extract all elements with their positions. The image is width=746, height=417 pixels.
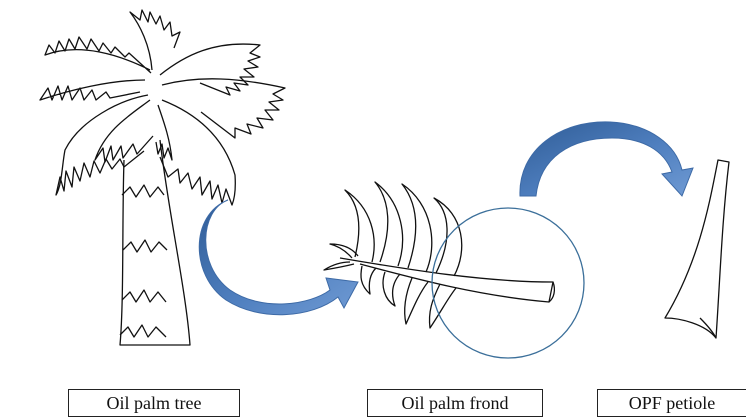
caption-oil-palm-frond: Oil palm frond bbox=[367, 389, 543, 417]
trunk-pattern bbox=[120, 185, 167, 337]
frond-leaflet bbox=[345, 190, 374, 262]
frond-rachis bbox=[340, 258, 553, 302]
tree-frond bbox=[160, 44, 260, 95]
tree-frond bbox=[156, 105, 172, 160]
curved-arrow-icon bbox=[199, 200, 358, 315]
tree-frond bbox=[40, 80, 145, 100]
tree-frond bbox=[45, 37, 151, 73]
curved-arrow-icon bbox=[520, 122, 693, 196]
frond-leaflet bbox=[383, 272, 400, 306]
petiole-base-curve bbox=[700, 318, 716, 338]
frond-highlight-ellipse bbox=[432, 208, 584, 358]
frond-leaflet bbox=[402, 184, 432, 272]
frond-leaflet bbox=[405, 278, 428, 324]
caption-opf-petiole: OPF petiole bbox=[597, 389, 746, 417]
oil-palm-tree-drawing bbox=[40, 10, 285, 345]
caption-oil-palm-tree: Oil palm tree bbox=[68, 389, 240, 417]
frond-leaflet bbox=[330, 244, 358, 258]
oil-palm-frond-drawing bbox=[324, 182, 584, 358]
frond-leaflet bbox=[361, 266, 376, 294]
tree-frond bbox=[95, 100, 153, 162]
frond-leaflet bbox=[375, 182, 403, 266]
frond-leaflet bbox=[324, 262, 354, 270]
